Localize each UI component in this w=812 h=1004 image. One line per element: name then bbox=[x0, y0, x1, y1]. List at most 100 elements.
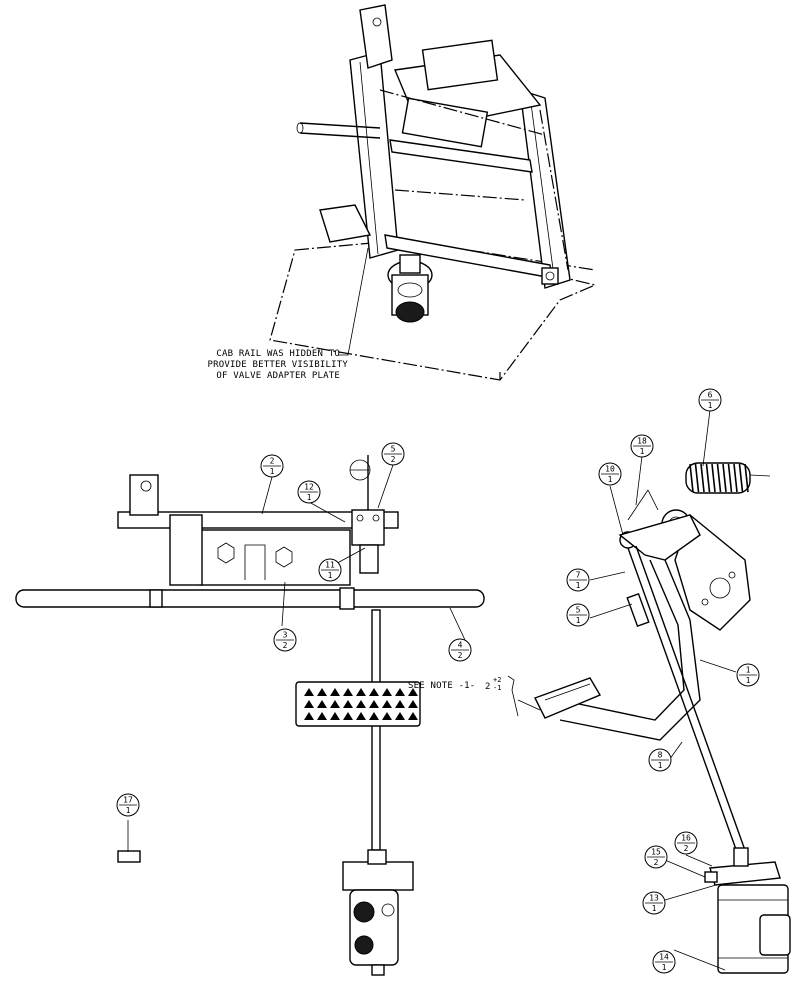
balloon-quantity: 2 bbox=[654, 858, 659, 867]
spring-coil bbox=[744, 463, 749, 493]
front-view bbox=[15, 455, 485, 976]
tolerance-plus: +2 bbox=[493, 676, 501, 684]
balloon-quantity: 1 bbox=[307, 493, 312, 502]
balloon-3: 32 bbox=[273, 628, 297, 652]
see-note-text: SEE NOTE -1- bbox=[408, 681, 475, 691]
pad-ridge bbox=[343, 688, 353, 696]
balloon-10: 101 bbox=[598, 462, 622, 486]
balloon-quantity: 2 bbox=[458, 651, 463, 660]
pad-ridge bbox=[356, 712, 366, 720]
part-17-block bbox=[117, 850, 141, 863]
balloon-5a: 52 bbox=[381, 442, 405, 466]
spring-coil bbox=[733, 463, 738, 493]
balloon-item-number: 10 bbox=[605, 465, 615, 474]
pad-ridge bbox=[408, 712, 418, 720]
see-note-callout: SEE NOTE -1- 2 +2 -1 bbox=[408, 675, 541, 717]
balloon-item-number: 5 bbox=[576, 606, 581, 615]
balloon-15: 152 bbox=[644, 845, 668, 869]
spring-coil bbox=[689, 463, 694, 493]
balloon-item-number: 8 bbox=[658, 751, 663, 760]
balloon-item-number: 12 bbox=[304, 483, 314, 492]
spring-coil bbox=[694, 463, 700, 493]
pad-ridge bbox=[304, 712, 314, 720]
balloon-item-number: 6 bbox=[708, 391, 713, 400]
pad-ridge bbox=[343, 700, 353, 708]
note-line-1: CAB RAIL WAS HIDDEN TO bbox=[216, 349, 340, 359]
lower-valve-side bbox=[704, 847, 791, 974]
balloon-quantity: 1 bbox=[658, 761, 663, 770]
balloon-17: 171 bbox=[116, 793, 140, 817]
balloon-quantity: 1 bbox=[328, 571, 333, 580]
balloon-quantity: 2 bbox=[283, 641, 288, 650]
balloon-item-number: 17 bbox=[123, 796, 133, 805]
pad-ridge bbox=[356, 700, 366, 708]
spring-coil bbox=[738, 463, 744, 493]
balloon-13: 131 bbox=[642, 891, 666, 915]
spring-coil bbox=[727, 463, 733, 493]
note-line-3: OF VALVE ADAPTER PLATE bbox=[216, 371, 340, 381]
balloon-quantity: 1 bbox=[708, 401, 713, 410]
pad-ridge bbox=[382, 688, 392, 696]
balloon-4: 42 bbox=[448, 638, 472, 662]
balloon-item-number: 3 bbox=[283, 631, 288, 640]
balloon-14: 141 bbox=[652, 950, 676, 974]
pad-ridge bbox=[330, 712, 340, 720]
pad-ridge bbox=[369, 700, 379, 708]
spring-coil bbox=[700, 463, 705, 493]
balloon-item-number: 5 bbox=[391, 445, 396, 454]
balloon-16: 162 bbox=[674, 831, 698, 855]
balloon-item-number: 1 bbox=[746, 666, 751, 675]
balloon-item-number: 13 bbox=[649, 894, 659, 903]
spring-coil bbox=[716, 463, 722, 493]
pad-ridge bbox=[382, 712, 392, 720]
balloon-item-number: 2 bbox=[270, 457, 275, 466]
balloon-18: 181 bbox=[630, 434, 654, 458]
pad-ridge bbox=[408, 688, 418, 696]
balloon-5b: 51 bbox=[566, 603, 590, 627]
pad-ridge bbox=[395, 700, 405, 708]
pedal-pad-front bbox=[295, 681, 421, 727]
isometric-frame-view bbox=[269, 4, 597, 381]
pad-ridge bbox=[408, 700, 418, 708]
balloon-quantity: 1 bbox=[652, 904, 657, 913]
balloon-item-number: 11 bbox=[325, 561, 335, 570]
pad-ridge bbox=[369, 712, 379, 720]
balloon-quantity: 1 bbox=[576, 581, 581, 590]
balloon-item-number: 16 bbox=[681, 834, 691, 843]
balloon-quantity: 1 bbox=[270, 467, 275, 476]
balloon-quantity: 1 bbox=[576, 616, 581, 625]
balloon-11: 111 bbox=[318, 558, 342, 582]
pad-ridge bbox=[330, 700, 340, 708]
balloon-item-number: 15 bbox=[651, 848, 661, 857]
lower-valve-front bbox=[342, 849, 414, 976]
pad-ridge bbox=[317, 700, 327, 708]
balloon-item-number: 14 bbox=[659, 953, 669, 962]
balloon-quantity: 1 bbox=[126, 806, 131, 815]
valve-body bbox=[387, 254, 433, 323]
balloon-quantity: 1 bbox=[662, 963, 667, 972]
pad-ridge bbox=[304, 700, 314, 708]
balloon-12: 121 bbox=[297, 480, 321, 504]
balloon-item-number: 4 bbox=[458, 641, 463, 650]
pad-ridge bbox=[343, 712, 353, 720]
balloon-item-number: 18 bbox=[637, 437, 647, 446]
balloon-quantity: 1 bbox=[746, 676, 751, 685]
spring-coil bbox=[722, 463, 727, 493]
balloon-2: 21 bbox=[260, 454, 284, 478]
return-spring bbox=[685, 462, 771, 494]
balloon-1: 11 bbox=[736, 663, 760, 687]
balloon-8: 81 bbox=[648, 748, 672, 772]
pad-ridge bbox=[369, 688, 379, 696]
cab-rail-note: CAB RAIL WAS HIDDEN TO PROVIDE BETTER VI… bbox=[208, 349, 349, 381]
balloon-quantity: 1 bbox=[608, 475, 613, 484]
pad-ridge bbox=[317, 712, 327, 720]
balloon-quantity: 2 bbox=[684, 844, 689, 853]
spring-coil bbox=[711, 463, 716, 493]
pad-ridge bbox=[382, 700, 392, 708]
spring-coil bbox=[705, 463, 711, 493]
pad-ridge bbox=[304, 688, 314, 696]
pad-ridge bbox=[317, 688, 327, 696]
balloon-quantity: 1 bbox=[640, 447, 645, 456]
